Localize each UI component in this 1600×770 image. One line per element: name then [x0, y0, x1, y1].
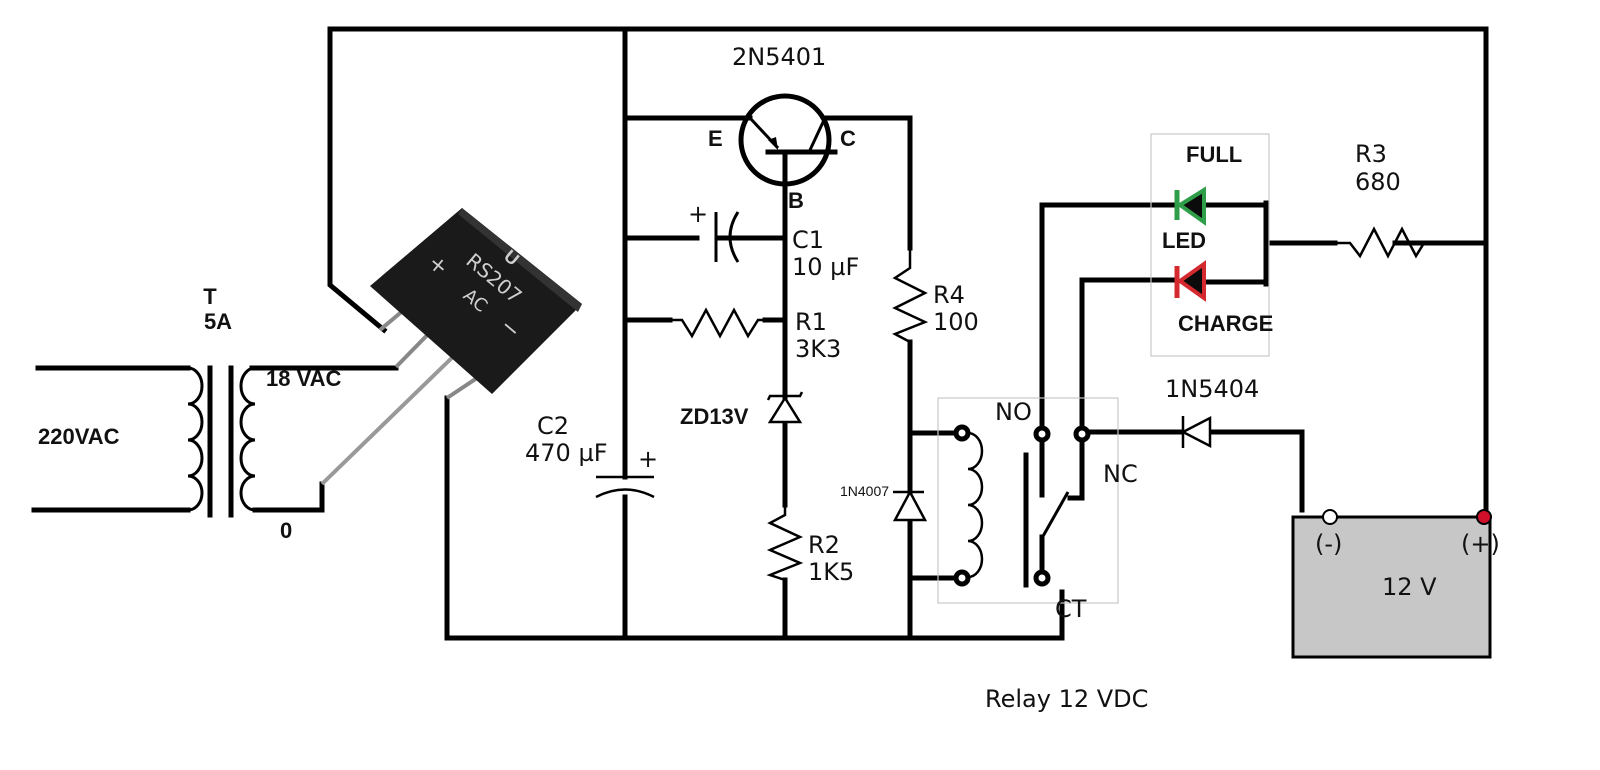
bridge-body-edge — [458, 208, 582, 312]
secondary-zero-label: 0 — [280, 518, 292, 543]
battery-negative-terminal — [1322, 509, 1338, 525]
resistor-r1: R1 3K3 — [670, 307, 841, 363]
transistor-collector-leg — [808, 117, 827, 151]
relay-nc-terminal — [1073, 425, 1091, 443]
transformer: T 5A 220VAC 18 VAC 0 — [38, 284, 342, 543]
c1-polarity: + — [688, 200, 708, 228]
led-panel-outline — [1150, 133, 1270, 357]
battery-pos-label: (+) — [1461, 530, 1500, 558]
transistor-emitter-label: E — [708, 126, 723, 151]
battery: (-) (+) 12 V — [1291, 509, 1500, 659]
flyback-diode-triangle — [892, 489, 928, 522]
relay-outline — [937, 397, 1119, 604]
r3-ref: R3 — [1355, 140, 1387, 168]
wire-sec-bottom — [252, 481, 325, 513]
relay-coil-terminal-bottom — [953, 569, 971, 587]
led-title: LED — [1162, 228, 1206, 253]
r4-value: 100 — [933, 308, 979, 336]
r4-zigzag — [892, 248, 929, 344]
r1-ref: R1 — [795, 308, 827, 336]
resistor-r3: R3 680 — [1335, 140, 1489, 259]
battery-voltage: 12 V — [1382, 573, 1437, 601]
zener-label: ZD13V — [680, 404, 749, 429]
relay-no-label: NO — [995, 398, 1032, 426]
transistor-2n5401: 2N5401 E C B — [708, 43, 856, 213]
zener-diode: ZD13V — [680, 391, 804, 429]
transistor-base-label: B — [788, 188, 804, 213]
transistor-part: 2N5401 — [732, 43, 826, 71]
resistor-r2: R2 1K5 — [766, 505, 854, 586]
relay-ct-terminal — [1033, 569, 1051, 587]
led-charge-label: CHARGE — [1178, 311, 1273, 336]
primary-coil — [187, 366, 204, 512]
r2-value: 1K5 — [808, 558, 854, 586]
wire-nc-contact — [1067, 440, 1085, 501]
bridge-lead-ac2 — [320, 346, 464, 486]
bridge-body — [370, 208, 582, 394]
r2-zigzag — [766, 505, 804, 582]
relay: NO NC CT Relay 12 VDC — [937, 397, 1148, 713]
capacitor-c1: + C1 10 µF — [688, 200, 859, 281]
c2-polarity: + — [638, 445, 658, 473]
battery-positive-terminal — [1476, 509, 1492, 525]
transistor-collector-label: C — [840, 126, 856, 151]
r1-zigzag — [670, 307, 765, 339]
c2-value: 470 µF — [525, 439, 608, 467]
c2-ref: C2 — [537, 412, 569, 440]
primary-voltage-label: 220VAC — [38, 424, 120, 449]
led-indicators: FULL LED CHARGE — [1150, 133, 1273, 357]
battery-body — [1291, 515, 1492, 659]
led-full-icon — [1176, 186, 1206, 226]
c1-plate-curved — [728, 211, 740, 263]
transformer-ref: T — [203, 284, 217, 309]
relay-ct-label: CT — [1055, 595, 1087, 623]
secondary-voltage-label: 18 VAC — [266, 366, 342, 391]
emitter-arrow-icon — [768, 137, 778, 150]
wire-ground — [444, 395, 1065, 641]
r1-value: 3K3 — [795, 335, 841, 363]
r3-value: 680 — [1355, 168, 1401, 196]
r3-zigzag — [1335, 226, 1440, 259]
relay-switch-blade — [1040, 491, 1070, 539]
relay-nc-label: NC — [1103, 460, 1138, 488]
relay-caption: Relay 12 VDC — [985, 685, 1148, 713]
c1-value: 10 µF — [792, 253, 859, 281]
c1-ref: C1 — [792, 226, 824, 254]
c2-plate-curved — [595, 488, 655, 499]
r2-ref: R2 — [808, 531, 840, 559]
wire-top-rail — [327, 26, 1489, 515]
secondary-coil — [239, 366, 256, 512]
capacitor-c2: + C2 470 µF — [525, 412, 658, 499]
series-diode-label: 1N5404 — [1165, 375, 1259, 403]
flyback-diode: 1N4007 — [840, 483, 928, 522]
relay-coil — [967, 431, 984, 579]
r4-ref: R4 — [933, 281, 965, 309]
wire-nc-charge — [1079, 277, 1176, 428]
battery-neg-label: (-) — [1315, 530, 1342, 558]
transformer-rating: 5A — [204, 309, 232, 334]
relay-coil-terminal-top — [953, 424, 971, 442]
wire-collector — [822, 115, 913, 251]
flyback-diode-label: 1N4007 — [840, 483, 889, 499]
bridge-rectifier: U RS207 + AC − — [320, 208, 582, 486]
resistor-r4: R4 100 — [892, 248, 979, 344]
series-diode-triangle — [1180, 415, 1212, 449]
led-full-label: FULL — [1186, 142, 1242, 167]
zener-triangle — [767, 395, 803, 424]
wire-no-full — [1039, 202, 1176, 428]
wire-diode-batt — [1209, 429, 1305, 508]
relay-no-terminal — [1033, 425, 1051, 443]
series-diode: 1N5404 — [1165, 375, 1259, 449]
led-charge-icon — [1176, 260, 1206, 302]
